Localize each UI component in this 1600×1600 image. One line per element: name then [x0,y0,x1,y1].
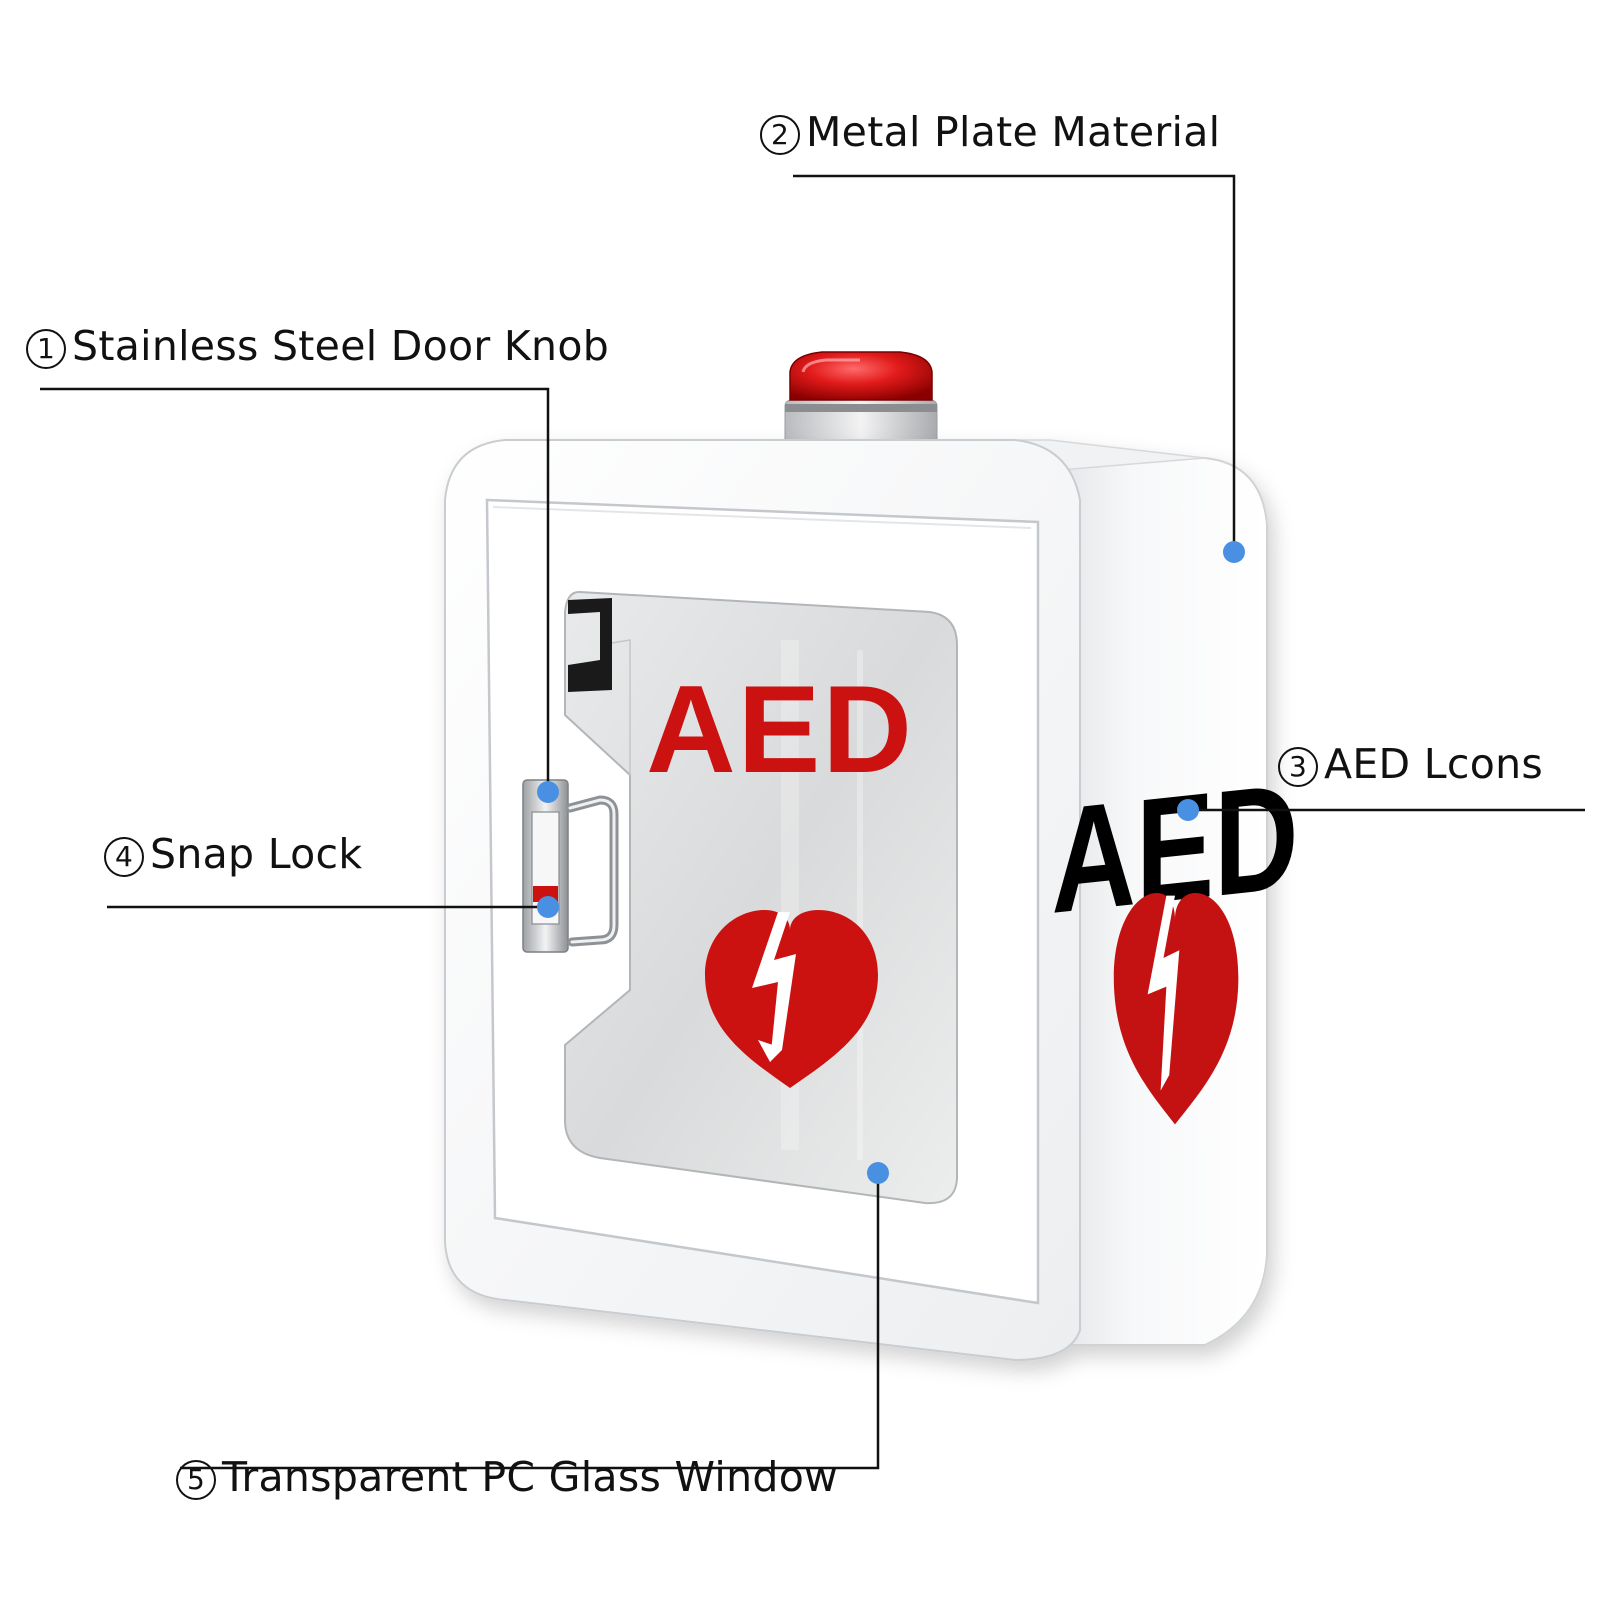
callout-number: 3 [1278,747,1318,787]
leader-line-2 [793,174,1236,552]
callout-number: 5 [176,1460,216,1500]
callout-number: 4 [104,837,144,877]
glass-window [564,590,958,1205]
marker-dot-5 [867,1162,889,1184]
callout-text: Metal Plate Material [806,108,1221,156]
callout-text: Transparent PC Glass Window [222,1453,838,1501]
callout-text: Snap Lock [150,830,363,878]
marker-dot-4 [537,896,559,918]
marker-dot-3 [1177,799,1199,821]
callout-number: 2 [760,115,800,155]
callout-text: AED Lcons [1324,740,1544,788]
leader-line-5 [180,1173,880,1470]
marker-dot-1 [537,781,559,803]
side-aed-text: AED [1051,751,1298,945]
leader-lines [40,174,1585,1470]
callout-text: Stainless Steel Door Knob [72,322,610,370]
leader-line-1 [40,387,550,790]
marker-dot-2 [1223,541,1245,563]
marker-dots [537,541,1245,1184]
side-aed-heart-bolt-icon [1113,893,1239,1125]
front-aed-text: AED [646,661,914,799]
callout-number: 1 [26,329,66,369]
front-aed-heart-bolt-icon [705,910,878,1088]
